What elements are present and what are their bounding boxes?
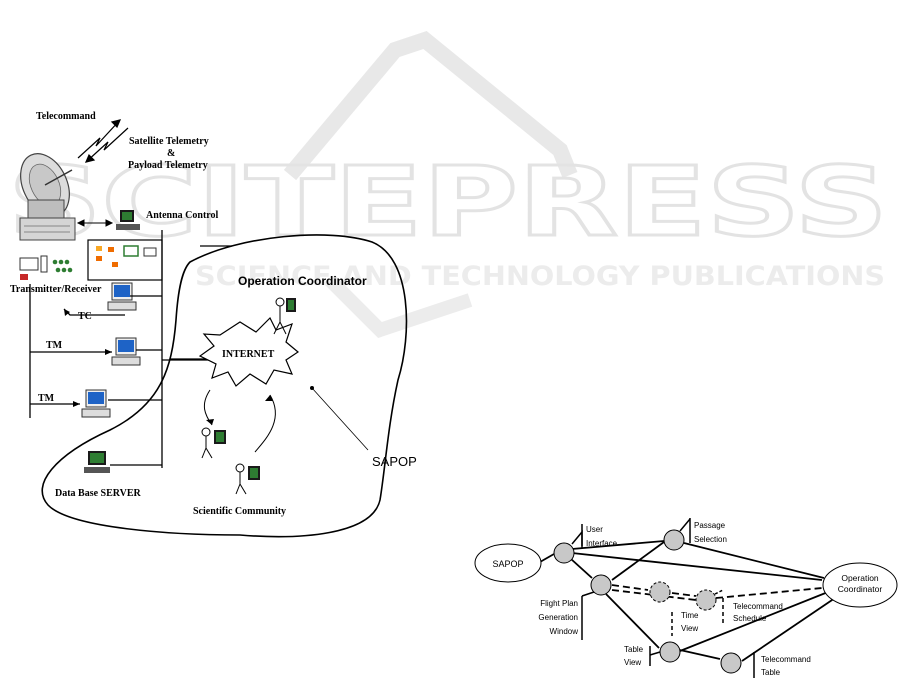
- use-case-solid-links: [539, 540, 839, 662]
- sapop-actor-label: SAPOP: [492, 559, 523, 569]
- network-diagram: Telecommand Satellite Telemetry & Payloa…: [10, 111, 417, 538]
- flight-plan-window-node: [590, 574, 612, 596]
- operation-coordinator-actor-line-2: Coordinator: [838, 584, 883, 594]
- tm-label-2: TM: [38, 393, 55, 404]
- flight-plan-label-line-1: Flight Plan: [540, 599, 578, 608]
- watermark-check-shape: [325, 275, 473, 339]
- internet-cloud: [198, 316, 300, 387]
- sapop-pointer-line: [311, 387, 369, 451]
- passage-selection-node: [663, 529, 685, 551]
- tc-computer-icon: [107, 282, 137, 311]
- scientist-person-icon-2: [235, 463, 260, 495]
- antenna-control-computer-icon: [116, 210, 140, 230]
- table-view-node: [659, 641, 681, 663]
- telecommand-schedule-label-line-1: Telecommand: [733, 602, 783, 611]
- transmitter-receiver-label: Transmitter/Receiver: [10, 284, 102, 295]
- use-case-dashed-links: [611, 584, 823, 601]
- transmitter-receiver-icon: [19, 255, 73, 280]
- tc-label: TC: [78, 311, 92, 322]
- telecommand-table-label-line-1: Telecommand: [761, 655, 811, 664]
- tm-computer-icon-2: [81, 389, 111, 418]
- database-server-icon: [84, 451, 110, 473]
- use-case-diagram: SAPOP Operation Coordinator Us: [474, 518, 898, 678]
- use-case-label-brackets: [571, 518, 755, 678]
- tm-label-1: TM: [46, 340, 63, 351]
- internet-community-arrow-heads: [206, 395, 273, 425]
- operation-coordinator-actor-ellipse: [822, 562, 898, 608]
- table-view-label-line-1: Table: [624, 645, 644, 654]
- time-view-label-line-2: View: [681, 624, 698, 633]
- telecommand-table-label-line-2: Table: [761, 668, 781, 677]
- flight-plan-label-line-3: Window: [550, 627, 579, 636]
- antenna-control-label: Antenna Control: [146, 210, 219, 221]
- tm-arrow-heads: [64, 309, 112, 407]
- sapop-region: [41, 234, 408, 538]
- user-interface-label-line-1: User: [586, 525, 603, 534]
- ampersand-label: &: [167, 148, 175, 159]
- user-interface-node: [553, 542, 575, 564]
- sapop-actor-ellipse: [474, 543, 542, 583]
- antenna-control-panel: [87, 239, 163, 281]
- passage-selection-label-line-2: Selection: [694, 535, 727, 544]
- tm-computer-icon-1: [111, 337, 141, 366]
- watermark-roof-shape: [283, 31, 578, 181]
- user-interface-label-line-2: Interface: [586, 539, 618, 548]
- operation-coordinator-actor-line-1: Operation: [841, 573, 879, 583]
- table-view-label-line-2: View: [624, 658, 641, 667]
- telecommand-label: Telecommand: [36, 111, 96, 122]
- watermark-subtitle: SCIENCE AND TECHNOLOGY PUBLICATIONS: [195, 261, 885, 292]
- satellite-telemetry-label: Satellite Telemetry: [129, 136, 209, 147]
- passage-selection-label-line-1: Passage: [694, 521, 726, 530]
- dish-control-arrow: [76, 219, 114, 227]
- flight-plan-label-line-2: Generation: [538, 613, 578, 622]
- satellite-dish-icon: [19, 153, 76, 241]
- operation-coordinator-label: Operation Coordinator: [238, 274, 367, 288]
- time-view-node: [649, 581, 671, 603]
- telecommand-table-node: [720, 652, 742, 674]
- watermark: SCITEPRESS SCIENCE AND TECHNOLOGY PUBLIC…: [7, 31, 890, 339]
- telecommand-schedule-node: [695, 589, 717, 611]
- telemetry-arrows: [77, 119, 129, 163]
- internet-label: INTERNET: [222, 349, 275, 360]
- scientific-community-label: Scientific Community: [193, 506, 286, 517]
- operation-coordinator-person-icon: [273, 297, 296, 335]
- database-server-label: Data Base SERVER: [55, 488, 142, 499]
- time-view-label-line-1: Time: [681, 611, 699, 620]
- sapop-label: SAPOP: [372, 454, 417, 469]
- scientist-person-icon-1: [201, 427, 226, 459]
- payload-telemetry-label: Payload Telemetry: [128, 160, 208, 171]
- telecommand-schedule-label-line-2: Schedule: [733, 614, 767, 623]
